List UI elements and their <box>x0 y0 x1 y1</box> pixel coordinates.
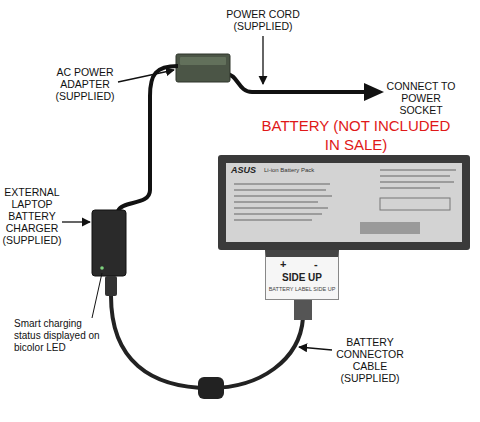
polarity-mark: + <box>280 258 286 271</box>
connector-cable <box>111 296 303 388</box>
battery-heading: BATTERY (NOT INCLUDED IN SALE) <box>256 116 456 154</box>
charger-box <box>92 210 126 276</box>
cert-marks <box>380 198 450 210</box>
fine-print-lines <box>234 170 456 220</box>
orientation-text: SIDE UP <box>266 272 338 284</box>
leader-arrow <box>118 70 174 82</box>
leader-arrow <box>262 36 263 84</box>
callout-label: POWER CORD (SUPPLIED) <box>222 8 304 32</box>
battery-connector: + -SIDE UP BATTERY LABEL SIDE UP <box>265 250 339 300</box>
power-cord <box>226 74 368 92</box>
ac-adapter <box>176 54 230 82</box>
callout-label: CONNECT TO POWER SOCKET <box>386 80 456 116</box>
adapter-highlight <box>180 57 226 65</box>
leader-arrow <box>299 347 332 350</box>
note-label: Smart charging status displayed on bicol… <box>14 318 104 354</box>
connector-tab <box>294 299 312 320</box>
orientation-note: BATTERY LABEL SIDE UP <box>266 286 338 293</box>
plug-arrow <box>364 83 384 101</box>
bicolor-led <box>100 266 104 270</box>
callout-label: BATTERY CONNECTOR CABLE (SUPPLIED) <box>330 336 410 384</box>
brand-text: ASUS <box>231 165 256 176</box>
leader-line <box>92 273 102 318</box>
barcode <box>360 222 420 234</box>
battery-pack: BATTERY (NOT INCLUDED IN SALE)ASUSLi-ion… <box>218 155 470 250</box>
leader-arrow <box>62 221 90 222</box>
ferrite-bead <box>198 377 224 399</box>
polarity-mark: - <box>314 258 318 271</box>
battery-type: Li-ion Battery Pack <box>264 167 314 174</box>
dc-cable <box>118 66 178 211</box>
callout-label: AC POWER ADAPTER (SUPPLIED) <box>50 66 120 102</box>
callout-label: EXTERNAL LAPTOP BATTERY CHARGER (SUPPLIE… <box>0 186 64 246</box>
charger-plug <box>105 276 117 296</box>
